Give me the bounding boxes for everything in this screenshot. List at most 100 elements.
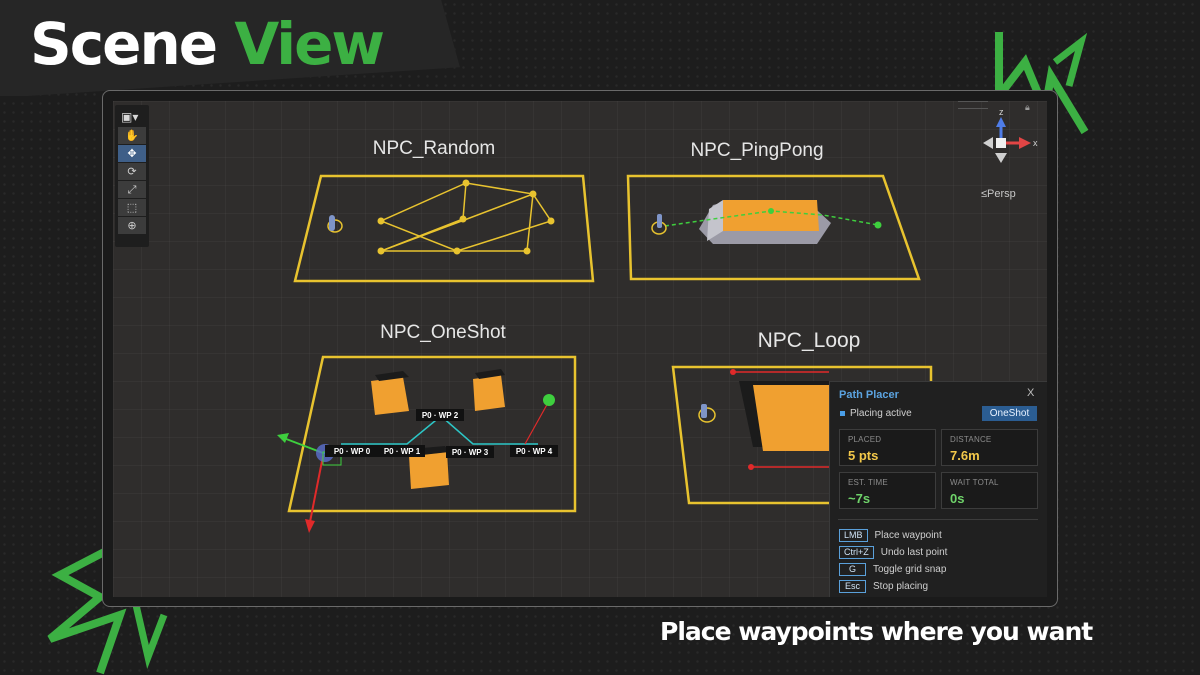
wp2-tag[interactable] xyxy=(416,409,464,421)
pingpong-box xyxy=(699,200,831,244)
label-npc-pingpong: NPC_PingPong xyxy=(690,140,823,161)
random-waypoints xyxy=(377,179,555,255)
loop-box xyxy=(739,381,829,451)
oneshot-handle-green[interactable] xyxy=(543,394,555,406)
shortcut-row: LMB Place waypoint xyxy=(839,527,942,543)
gizmo-axis-x xyxy=(308,455,324,528)
shortcut-key-undo: Ctrl+Z xyxy=(839,546,874,560)
tagline: Place waypoints where you want xyxy=(660,617,1093,646)
oneshot-box-1 xyxy=(371,371,409,415)
gizmo-z-cone-icon xyxy=(996,117,1006,127)
persp-toggle[interactable]: ≤Persp xyxy=(981,188,1016,200)
wp4-tag[interactable] xyxy=(510,445,558,457)
shortcut-row: Esc Stop placing xyxy=(839,578,929,594)
scene-window: NPC_Random NPC_PingPong xyxy=(102,90,1058,607)
rect-tool[interactable]: ⬚ xyxy=(118,199,146,216)
shortcut-desc: Toggle grid snap xyxy=(873,564,947,576)
panel-title: Path Placer xyxy=(839,389,899,401)
status-text: Placing active xyxy=(850,408,912,419)
oneshot-box-2 xyxy=(473,369,505,411)
stat-distance-value: 7.6m xyxy=(950,448,980,463)
zone-random xyxy=(293,174,595,283)
rect-icon: ⬚ xyxy=(126,201,138,214)
zone-oneshot xyxy=(287,355,577,513)
loop-wp-top xyxy=(730,369,736,375)
close-button[interactable]: X xyxy=(1027,387,1035,399)
stat-wait-total: WAIT TOTAL 0s xyxy=(941,472,1038,509)
stat-placed: PLACED 5 pts xyxy=(839,429,936,466)
scale-icon: ⤢ xyxy=(127,183,137,196)
gizmo-z-label: z xyxy=(999,107,1004,117)
spark-top-right-icon xyxy=(995,32,1089,135)
gizmo-axis-z xyxy=(280,436,324,454)
wp1-label: P0 · WP 1 xyxy=(384,447,421,456)
transform-icon: ⊕ xyxy=(127,219,137,232)
stat-distance-label: DISTANCE xyxy=(950,435,992,444)
scale-tool[interactable]: ⤢ xyxy=(118,181,146,198)
random-path xyxy=(380,182,553,252)
shortcut-key-esc: Esc xyxy=(839,580,866,594)
oneshot-axis-red xyxy=(524,400,550,445)
title-word-scene: Scene xyxy=(30,10,218,78)
wp3-tag[interactable] xyxy=(446,446,494,458)
gizmo-negx-cone-icon xyxy=(983,137,993,149)
wp2-label: P0 · WP 2 xyxy=(422,411,459,420)
wp4-label: P0 · WP 4 xyxy=(516,447,553,456)
rotate-tool[interactable]: ⟳ xyxy=(118,163,146,180)
cube-icon: ▣▾ xyxy=(121,110,139,124)
stat-placed-label: PLACED xyxy=(848,435,882,444)
scene-viewport[interactable]: NPC_Random NPC_PingPong xyxy=(113,101,1047,597)
npc-loop-character xyxy=(698,404,716,423)
label-npc-loop: NPC_Loop xyxy=(758,329,861,352)
stat-wait-total-value: 0s xyxy=(950,491,965,506)
lock-icon[interactable]: 🔒︎ xyxy=(1025,102,1030,112)
title-word-view: View xyxy=(234,10,385,78)
gizmo-arrow-red-icon xyxy=(305,519,315,533)
stat-wait-total-label: WAIT TOTAL xyxy=(950,478,999,487)
shortcut-key-lmb: LMB xyxy=(839,529,868,543)
shortcut-key-grid: G xyxy=(839,563,866,577)
spark-bottom-left-icon xyxy=(47,545,168,675)
scene-canvas[interactable]: NPC_Random NPC_PingPong xyxy=(113,101,1047,597)
stat-est-time: EST. TIME ~7s xyxy=(839,472,936,509)
stat-est-time-label: EST. TIME xyxy=(848,478,888,487)
wp0-tag[interactable] xyxy=(325,445,379,457)
page-title: Scene View xyxy=(30,10,385,78)
gizmo-arrow-green-icon xyxy=(277,433,289,443)
wp0-label: P0 · WP 0 xyxy=(334,447,371,456)
shortcut-desc: Place waypoint xyxy=(874,530,942,542)
view-dropdown[interactable]: ▣▾ xyxy=(118,107,146,127)
orientation-gizmo[interactable]: z x xyxy=(983,107,1038,163)
gizmo-x-cone-icon xyxy=(1019,137,1031,149)
label-npc-oneshot: NPC_OneShot xyxy=(380,322,506,343)
move-icon: ✥ xyxy=(127,147,137,160)
status-indicator-icon xyxy=(840,411,845,416)
stat-est-time-value: ~7s xyxy=(848,491,871,506)
hand-icon: ✋ xyxy=(125,129,139,142)
npc-random-character xyxy=(327,215,343,233)
shortcut-desc: Undo last point xyxy=(880,547,948,559)
pingpong-wp-end xyxy=(874,221,882,229)
tool-strip: ▣▾ ✋ ✥ ⟳ ⤢ ⬚ ⊕ xyxy=(115,105,149,247)
path-placer-panel: Path Placer X Placing active OneShot PLA… xyxy=(829,381,1047,597)
shortcut-desc: Stop placing xyxy=(873,581,929,593)
npc-pingpong-character xyxy=(651,214,667,235)
shortcut-row: G Toggle grid snap xyxy=(839,561,947,577)
stat-placed-value: 5 pts xyxy=(848,448,879,463)
label-npc-random: NPC_Random xyxy=(373,138,496,159)
pingpong-wp-mid xyxy=(768,208,774,214)
persp-arrow-icon: ≤ xyxy=(981,188,988,200)
wp1-tag[interactable] xyxy=(379,445,425,457)
gizmo-down-cone-icon xyxy=(995,153,1007,163)
menu-handle-icon[interactable] xyxy=(958,101,988,109)
persp-label: Persp xyxy=(987,188,1016,200)
transform-tool[interactable]: ⊕ xyxy=(118,217,146,234)
hand-tool[interactable]: ✋ xyxy=(118,127,146,144)
gizmo-x-label: x xyxy=(1033,138,1038,148)
move-tool[interactable]: ✥ xyxy=(118,145,146,162)
gizmo-center-cube[interactable] xyxy=(996,138,1006,148)
mode-badge[interactable]: OneShot xyxy=(982,406,1037,421)
rotate-icon: ⟳ xyxy=(127,165,137,178)
zone-pingpong xyxy=(626,174,921,281)
loop-wp-bottom xyxy=(748,464,754,470)
